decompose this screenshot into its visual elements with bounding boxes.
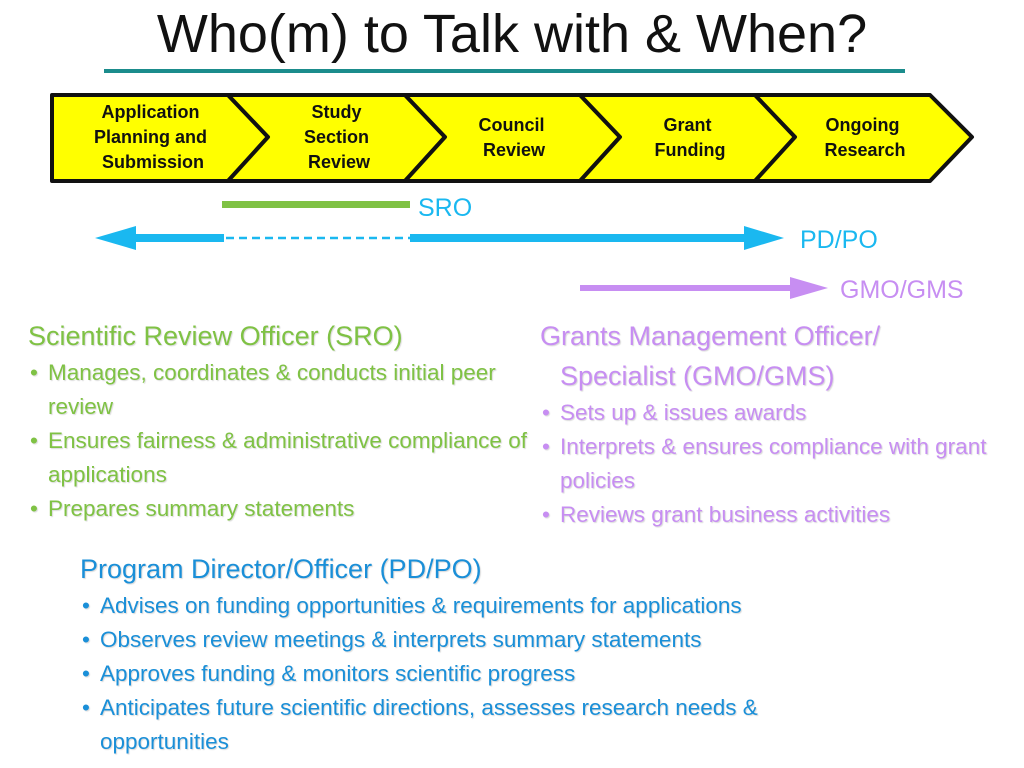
gmo-label: GMO/GMS (840, 276, 964, 304)
sro-bullet: Manages, coordinates & conducts initial … (28, 356, 528, 424)
gmo-bullet: Interprets & ensures compliance with gra… (540, 430, 1010, 498)
pdpo-description: Program Director/Officer (PD/PO) Advises… (80, 549, 880, 759)
pdpo-bullet: Anticipates future scientific directions… (80, 691, 880, 759)
stage-chevron-1: Application Planning and Submission (50, 93, 270, 183)
sro-label: SRO (418, 194, 472, 222)
pdpo-bullet: Advises on funding opportunities & requi… (80, 589, 880, 623)
stage-chevron-3: Council Review (403, 93, 622, 183)
gmo-heading-line1: Grants Management Officer/ (540, 321, 881, 351)
pdpo-heading: Program Director/Officer (PD/PO) (80, 554, 482, 584)
stage-chevron-2: Study Section Review (226, 93, 447, 183)
page-title: Who(m) to Talk with & When? (156, 4, 868, 64)
pdpo-bullet: Observes review meetings & interprets su… (80, 623, 880, 657)
gmo-bullet-list: Sets up & issues awards Interprets & ens… (540, 396, 1010, 532)
stage-label-3: Council Review (478, 115, 549, 160)
timeline-diagram: Application Planning and Submission Stud… (50, 93, 974, 304)
gmo-bullet: Reviews grant business activities (540, 498, 1010, 532)
gmo-bullet: Sets up & issues awards (540, 396, 1010, 430)
stage-label-2: Study Section Review (304, 102, 374, 172)
pdpo-bullet-list: Advises on funding opportunities & requi… (80, 589, 880, 759)
sro-timeline-bar (222, 201, 410, 208)
pdpo-timeline-arrow (95, 226, 784, 250)
gmo-description: Grants Management Officer/ Specialist (G… (540, 316, 1010, 532)
stage-label-5: Ongoing Research (824, 115, 905, 160)
sro-bullet: Ensures fairness & administrative compli… (28, 424, 528, 492)
sro-bullet-list: Manages, coordinates & conducts initial … (28, 356, 528, 526)
sro-bullet: Prepares summary statements (28, 492, 528, 526)
stage-chevron-5: Ongoing Research (753, 93, 974, 183)
gmo-timeline-arrow (580, 277, 828, 299)
pdpo-bullet: Approves funding & monitors scientific p… (80, 657, 880, 691)
sro-description: Scientific Review Officer (SRO) Manages,… (28, 316, 528, 526)
stage-label-4: Grant Funding (655, 115, 726, 160)
gmo-heading-line2: Specialist (GMO/GMS) (560, 361, 835, 391)
title-underline (104, 69, 905, 73)
pdpo-label: PD/PO (800, 226, 878, 254)
sro-heading: Scientific Review Officer (SRO) (28, 321, 403, 351)
stage-label-1: Application Planning and Submission (94, 102, 212, 172)
